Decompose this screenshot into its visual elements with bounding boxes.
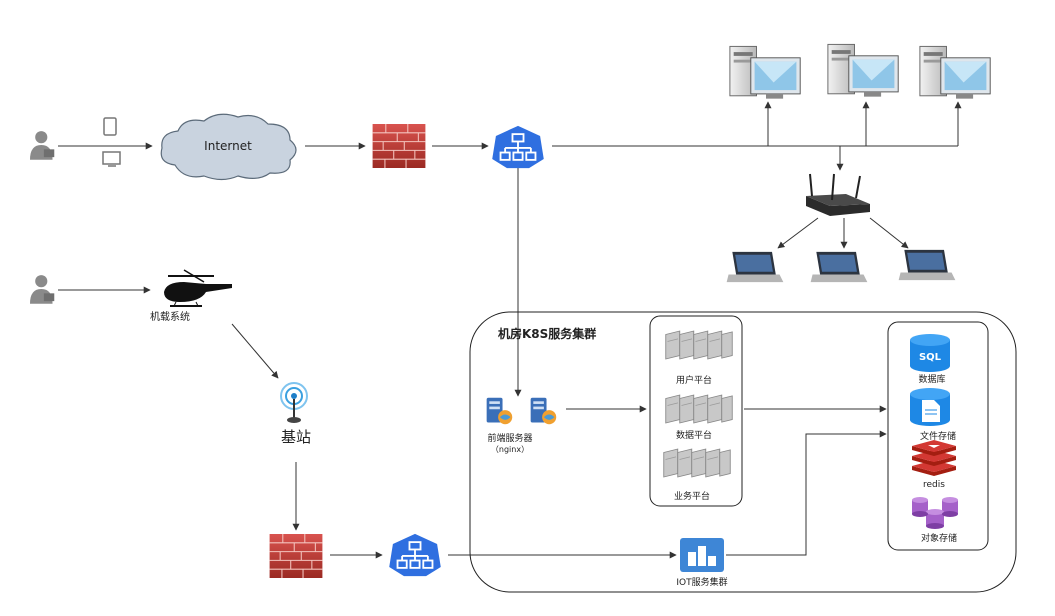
desktop-icon <box>827 43 899 98</box>
desktop-icon <box>729 45 801 100</box>
database-badge: SQL <box>919 352 942 363</box>
user-platform-label: 用户平台 <box>676 374 712 386</box>
laptop-icon <box>810 251 868 283</box>
wireless-router-icon <box>806 173 870 216</box>
connectors <box>58 101 962 559</box>
object-storage-label: 对象存储 <box>921 532 957 544</box>
server-rack-icon <box>663 448 731 478</box>
desktop-icon <box>919 45 991 100</box>
database-label: 数据库 <box>918 373 945 385</box>
database-icon: SQL <box>910 334 950 372</box>
frontend-server-icon <box>530 397 557 425</box>
airborne-system-label: 机载系统 <box>150 310 190 323</box>
frontend-server-icon <box>486 397 513 425</box>
user-icon <box>30 131 55 160</box>
laptop-icon <box>898 249 956 281</box>
iot-cluster-label: IOT服务集群 <box>676 576 727 588</box>
file-storage-icon <box>910 388 950 426</box>
frontend-server-label: 前端服务器 <box>487 432 532 444</box>
base-station-icon <box>280 382 308 423</box>
load-balancer-icon <box>388 532 442 578</box>
firewall-icon <box>372 124 426 168</box>
file-storage-label: 文件存储 <box>920 430 956 442</box>
redis-icon <box>912 440 956 476</box>
base-station-label: 基站 <box>281 428 311 446</box>
server-rack-icon <box>665 330 733 360</box>
firewall-icon <box>269 534 323 578</box>
user-icon <box>30 275 55 304</box>
iot-cluster-icon <box>680 538 724 572</box>
load-balancer-icon <box>491 124 545 170</box>
object-storage-icon <box>912 497 958 529</box>
tablet-icon <box>103 117 117 136</box>
server-rack-icon <box>665 394 733 424</box>
data-platform-label: 数据平台 <box>676 429 712 441</box>
business-platform-label: 业务平台 <box>674 490 710 502</box>
storage-group-box <box>887 321 989 551</box>
cluster-title: 机房K8S服务集群 <box>498 326 596 341</box>
k8s-cluster-container <box>469 311 1017 593</box>
laptop-icon <box>726 251 784 283</box>
monitor-icon <box>102 151 121 167</box>
helicopter-icon <box>164 269 232 307</box>
redis-label: redis <box>923 480 945 490</box>
internet-cloud-icon <box>160 113 297 181</box>
platform-group-box <box>649 315 743 507</box>
frontend-server-sublabel: （nginx） <box>491 445 529 454</box>
internet-label: Internet <box>204 139 252 153</box>
